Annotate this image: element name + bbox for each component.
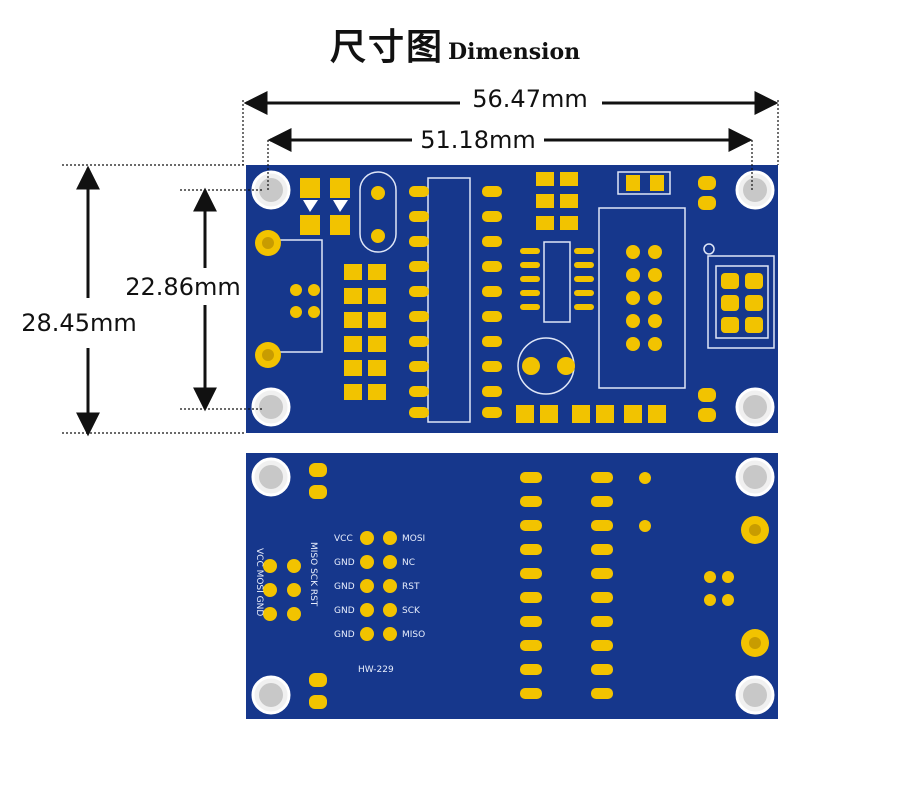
header-right-labels: MOSI NC RST SCK MISO [402,534,425,640]
dim-hole-height: 22.86mm [125,187,241,412]
side-label-left: VCC MOSI GND [254,548,264,616]
board-front [246,165,778,433]
model-label: HW-229 [358,665,394,675]
pin-label: GND [334,582,355,592]
hole-height-label: 22.86mm [125,273,240,301]
dim-hole-width: 51.18mm [267,126,753,154]
dip-socket-pads [409,186,502,418]
figure-title: 尺寸图 Dimension [330,18,580,68]
pin-label: RST [402,582,420,592]
smd-array-left [344,264,386,400]
pin-label: SCK [402,606,421,616]
pin-label: MOSI [402,534,425,544]
header-2x5 [626,245,662,351]
silkscreen-front [266,171,775,423]
title-english: Dimension [448,39,581,65]
pin-label: GND [334,606,355,616]
isp-pads-left [263,559,301,621]
dim-overall-width: 56.47mm [243,85,779,115]
isp-header-back [360,531,397,641]
dimension-lines: 56.47mm 51.18mm 28.45mm 22.86mm [21,85,779,437]
mounting-holes-front [251,170,775,427]
header-2x3 [715,265,769,339]
dip-pads-back [520,472,613,699]
dim-overall-height: 28.45mm [21,165,137,437]
side-label-right: MISO SCK RST [308,542,318,607]
pcb-front [246,165,778,433]
hole-width-label: 51.18mm [420,126,535,154]
pin-label: NC [402,558,415,568]
pin-label: MISO [402,630,425,640]
pin-label: GND [334,558,355,568]
board-back: VCC MOSI GND MISO SCK RST VCC GND GND GN… [246,453,778,719]
pin-label: GND [334,630,355,640]
overall-height-label: 28.45mm [21,309,136,337]
mounting-holes-back [251,457,775,715]
overall-width-label: 56.47mm [472,85,587,113]
title-chinese: 尺寸图 [330,27,445,68]
pcb-back [246,453,778,719]
pin-label: VCC [334,534,353,544]
header-left-labels: VCC GND GND GND GND [334,534,355,640]
